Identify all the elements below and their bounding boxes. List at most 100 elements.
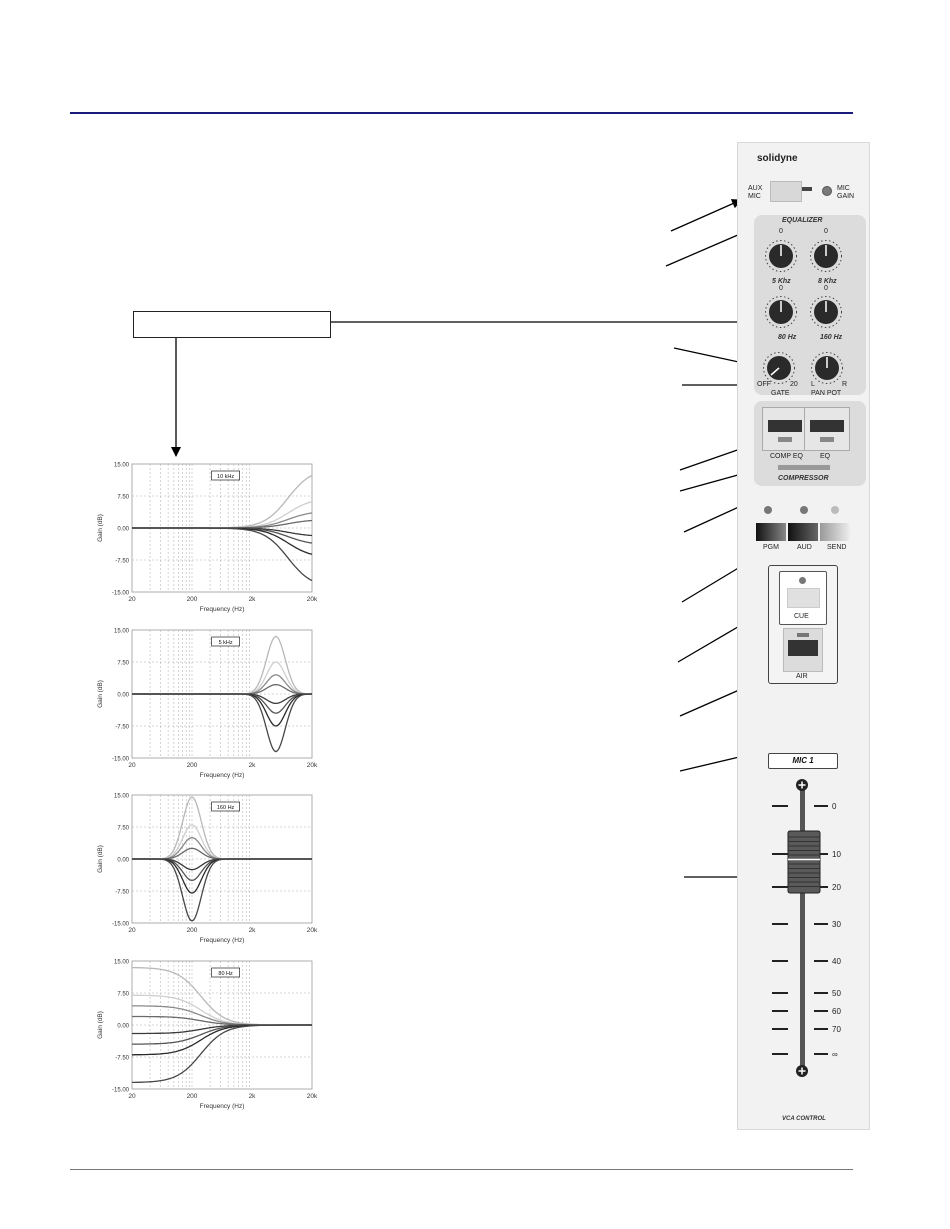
- knob-8khz-zero: 0: [824, 228, 828, 235]
- y-tick-label: -15.00: [112, 757, 130, 763]
- knob-8khz[interactable]: [809, 239, 843, 273]
- plus-mark: [798, 1067, 806, 1075]
- aud-button[interactable]: [788, 523, 818, 541]
- annotation-box: [211, 636, 240, 647]
- pan-pot-label: PAN POT: [811, 390, 842, 397]
- air-button[interactable]: [783, 628, 823, 672]
- x-tick-label: 20k: [307, 762, 318, 769]
- y-tick-label: 15.00: [114, 629, 130, 635]
- eq-curve: [132, 527, 313, 582]
- annotation-box: [211, 801, 240, 812]
- gate-max-label: 20: [790, 381, 798, 388]
- x-tick-label: 20: [128, 762, 136, 769]
- scale-label: 0: [832, 802, 837, 811]
- x-axis-label: Frequency (Hz): [200, 772, 245, 779]
- scale-label: 30: [832, 920, 841, 929]
- y-tick-label: -15.00: [112, 1088, 130, 1094]
- gate-knob[interactable]: [762, 351, 796, 385]
- scale-label: 70: [832, 1025, 841, 1034]
- vca-control-label: VCA CONTROL: [782, 1116, 826, 1122]
- pan-pot-knob[interactable]: [810, 351, 844, 385]
- gate-label: GATE: [771, 390, 790, 397]
- cue-button[interactable]: [787, 588, 820, 608]
- fader-cap-body: [787, 830, 821, 894]
- cue-led: [799, 577, 806, 584]
- eq-curve: [132, 693, 313, 753]
- y-tick-label: 7.50: [117, 661, 129, 667]
- fader-cap: [787, 830, 821, 894]
- y-tick-label: -7.50: [115, 725, 129, 731]
- y-tick-label: 0.00: [117, 1024, 129, 1030]
- plus-mark: [798, 781, 806, 789]
- aux-mic-button[interactable]: [770, 181, 802, 202]
- brand-logo: solidyne: [757, 153, 798, 164]
- y-tick-label: 0.00: [117, 693, 129, 699]
- aud-led: [800, 506, 808, 514]
- x-tick-label: 2k: [249, 762, 257, 769]
- scale-label: 50: [832, 989, 841, 998]
- scale-label: 60: [832, 1007, 841, 1016]
- chart-annotation: 80 Hz: [211, 967, 240, 978]
- fader-slot: [800, 783, 805, 1073]
- fader-bottom-plus-icon: [796, 1065, 808, 1077]
- knob-80hz-label: 80 Hz: [778, 334, 797, 341]
- send-button[interactable]: [820, 523, 850, 541]
- pgm-label: PGM: [763, 544, 779, 551]
- chart-annotation: 10 kHz: [211, 470, 240, 481]
- knob-5khz-zero: 0: [779, 228, 783, 235]
- knob-160hz[interactable]: [809, 295, 843, 329]
- eq-switch[interactable]: [804, 407, 850, 451]
- x-tick-label: 20k: [307, 927, 318, 934]
- annotation-box: [211, 470, 240, 481]
- x-tick-label: 2k: [249, 596, 257, 603]
- cue-frame: CUE: [779, 571, 827, 625]
- y-axis-label: Gain (dB): [97, 1011, 104, 1039]
- y-tick-label: -15.00: [112, 922, 130, 928]
- x-tick-label: 20k: [307, 596, 318, 603]
- y-axis-label: Gain (dB): [97, 845, 104, 873]
- air-label: AIR: [796, 673, 808, 680]
- cue-label: CUE: [794, 613, 809, 620]
- y-tick-label: -7.50: [115, 890, 129, 896]
- eq-label: EQ: [820, 453, 831, 460]
- x-tick-label: 200: [187, 762, 198, 769]
- y-tick-label: 0.00: [117, 858, 129, 864]
- chart-annotation: 5 kHz: [211, 636, 240, 647]
- compressor-meter: [778, 465, 830, 470]
- annotation-box: [211, 967, 240, 978]
- knob-5khz[interactable]: [764, 239, 798, 273]
- y-tick-label: -15.00: [112, 591, 130, 597]
- y-tick-label: 15.00: [114, 794, 130, 800]
- scale-label: 40: [832, 957, 841, 966]
- knob-80hz-zero: 0: [779, 285, 783, 292]
- callout-box: [133, 311, 331, 338]
- y-tick-label: 7.50: [117, 826, 129, 832]
- mic-gain-led: [822, 186, 832, 196]
- cue-air-section: CUE AIR: [768, 565, 838, 684]
- y-tick-label: 0.00: [117, 527, 129, 533]
- fader-top-plus-icon: [796, 779, 808, 791]
- arrow-aux-mic: [670, 199, 742, 232]
- x-axis-label: Frequency (Hz): [200, 937, 245, 944]
- pgm-button[interactable]: [756, 523, 786, 541]
- header-rule: [70, 112, 853, 114]
- comp-eq-switch[interactable]: [762, 407, 808, 451]
- knob-80hz[interactable]: [764, 295, 798, 329]
- eq-curve: [132, 858, 312, 922]
- scale-label: ∞: [832, 1050, 838, 1059]
- y-axis-label: Gain (dB): [97, 680, 104, 708]
- channel-name-label: MIC 1: [768, 753, 838, 769]
- x-tick-label: 20: [128, 596, 136, 603]
- equalizer-title: EQUALIZER: [782, 217, 823, 224]
- y-tick-label: -7.50: [115, 559, 129, 565]
- pan-l-label: L: [811, 381, 815, 388]
- y-axis-label: Gain (dB): [97, 514, 104, 542]
- y-tick-label: -7.50: [115, 1056, 129, 1062]
- mic-gain-trim-icon[interactable]: [802, 186, 812, 192]
- knob-160hz-zero: 0: [824, 285, 828, 292]
- mic-gain-label: MIC GAIN: [837, 185, 855, 200]
